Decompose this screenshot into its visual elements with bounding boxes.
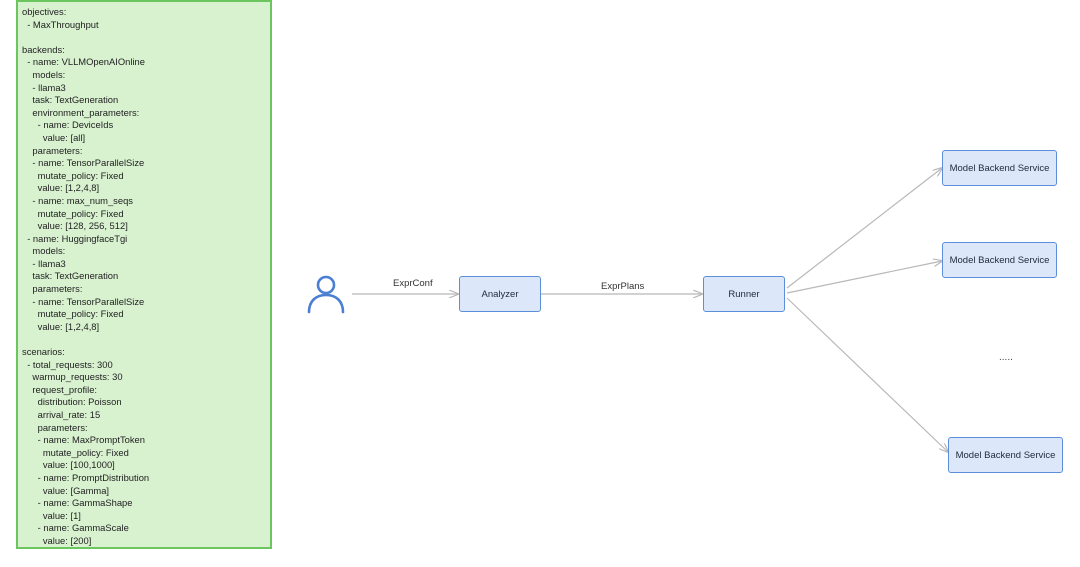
config-line: scenarios: — [22, 346, 65, 358]
config-line: arrival_rate: 15 — [22, 409, 101, 420]
config-line: value: [1] — [22, 509, 81, 521]
config-line: - llama3 — [22, 257, 66, 269]
config-line: task: TextGeneration — [22, 94, 119, 106]
config-line: - llama3 — [22, 81, 66, 93]
model-backend-service-node-3[interactable]: Model Backend Service — [948, 437, 1063, 473]
config-line: value: [100,1000] — [22, 459, 115, 471]
config-line: - name: PromptDistribution — [22, 471, 150, 483]
config-line: - name: MaxPromptToken — [22, 434, 145, 446]
config-line: - name: TensorParallelSize — [22, 295, 145, 307]
config-line: mutate_policy: Fixed — [22, 446, 129, 458]
config-line: task: TextGeneration — [22, 270, 119, 282]
config-line: value: [Gamma] — [22, 484, 110, 496]
config-line: models: — [22, 68, 66, 80]
model-backend-service-node-1[interactable]: Model Backend Service — [942, 150, 1057, 186]
config-line: - MaxThroughput — [22, 18, 99, 30]
config-line: - name: VLLMOpenAIOnline — [22, 56, 145, 68]
config-line: - name: max_num_seqs — [22, 194, 133, 206]
edge-runner-backend-2 — [786, 261, 942, 294]
config-line: - name: DeviceIds — [22, 119, 114, 131]
edge-runner-backend-3 — [786, 297, 948, 452]
config-line: value: [all] — [22, 131, 86, 143]
config-line: warmup_requests: 30 — [22, 371, 123, 383]
config-line: value: [128, 256, 512] — [22, 220, 128, 232]
config-line: value: [1,2,4,8] — [22, 182, 100, 194]
analyzer-node[interactable]: Analyzer — [459, 276, 541, 312]
edge-label-exprplans: ExprPlans — [601, 281, 645, 292]
more-backends-ellipsis: ..... — [999, 352, 1013, 363]
config-line: value: [1,2,4,8] — [22, 320, 100, 332]
config-line: - name: TensorParallelSize — [22, 157, 145, 169]
config-line: backends: — [22, 43, 65, 55]
config-line: mutate_policy: Fixed — [22, 207, 124, 219]
config-line: mutate_policy: Fixed — [22, 308, 124, 320]
config-line: request_profile: — [22, 383, 98, 395]
config-line: parameters: — [22, 283, 83, 295]
config-yaml-panel: objectives: - MaxThroughput backends: - n… — [16, 0, 272, 549]
config-line: parameters: — [22, 421, 88, 433]
config-line: value: [200] — [22, 534, 92, 546]
config-line: - name: HuggingfaceTgi — [22, 232, 128, 244]
config-line: distribution: Poisson — [22, 396, 122, 408]
config-line: models: — [22, 245, 66, 257]
config-line: - name: GammaScale — [22, 522, 129, 534]
config-line: - total_requests: 300 — [22, 358, 113, 370]
model-backend-service-node-2[interactable]: Model Backend Service — [942, 242, 1057, 278]
config-line: parameters: — [22, 144, 83, 156]
config-line: mutate_policy: Fixed — [22, 169, 124, 181]
config-line: - name: GammaShape — [22, 497, 133, 509]
edge-label-exprconf: ExprConf — [393, 278, 433, 289]
config-line: objectives: — [22, 6, 67, 17]
runner-node[interactable]: Runner — [703, 276, 785, 312]
config-line: environment_parameters: — [22, 106, 140, 118]
user-icon — [307, 275, 345, 314]
edge-runner-backend-1 — [786, 168, 942, 289]
